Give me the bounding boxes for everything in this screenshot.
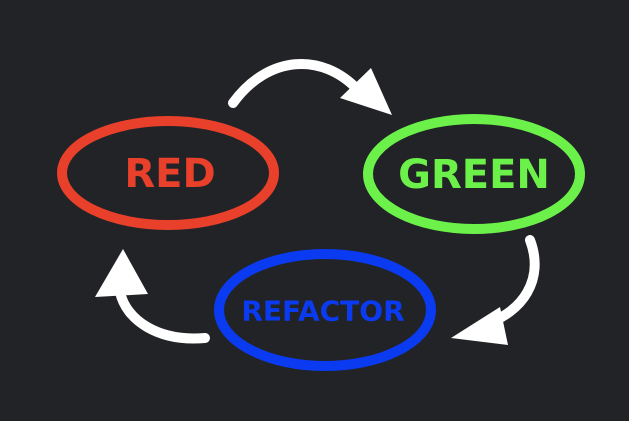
node-red-label: RED: [124, 151, 215, 197]
arrow-green-to-refactor: [451, 235, 540, 345]
node-green-label: GREEN: [398, 152, 550, 198]
arrow-refactor-to-red-head: [95, 249, 148, 297]
node-refactor-ellipse: [214, 249, 436, 371]
arrow-red-to-green-shaft: [228, 58, 363, 108]
node-green-ellipse: [363, 114, 585, 234]
arrow-refactor-to-red-shaft: [115, 287, 210, 344]
arrow-red-to-green: [228, 58, 392, 115]
node-red-ellipse: [57, 116, 279, 230]
node-refactor: REFACTOR: [214, 249, 436, 371]
arrow-red-to-green-head: [340, 68, 392, 115]
node-refactor-label: REFACTOR: [241, 295, 404, 328]
node-red: RED: [57, 116, 279, 230]
arrow-refactor-to-red: [95, 249, 210, 344]
node-green: GREEN: [363, 114, 585, 234]
arrow-green-to-refactor-head: [451, 307, 508, 345]
